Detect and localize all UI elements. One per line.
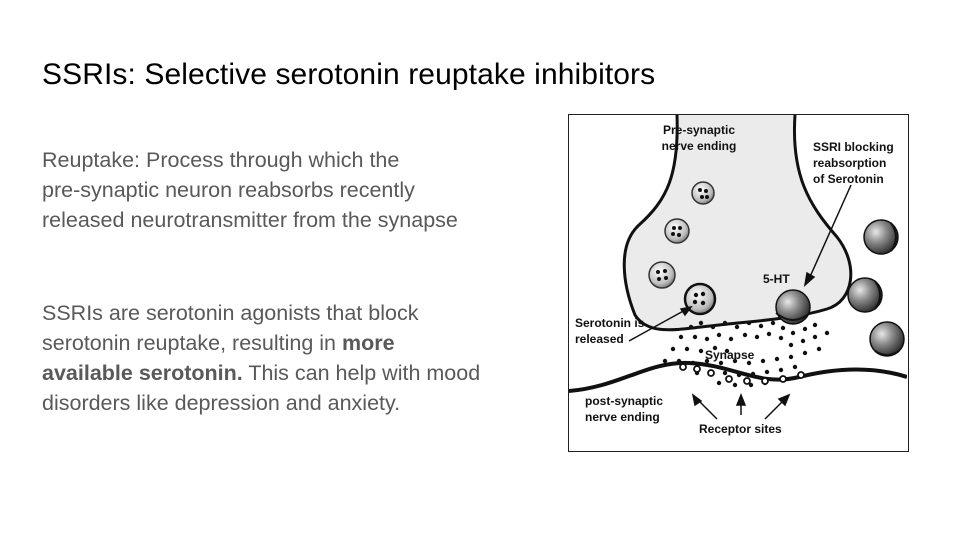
label-ssri: of Serotonin <box>813 172 884 186</box>
paragraph-line: Reuptake: Process through which the <box>42 148 400 172</box>
vesicle <box>648 261 676 289</box>
label-pre-synaptic: Pre-synaptic <box>663 123 735 137</box>
vesicle <box>664 218 690 244</box>
label-post-synaptic: post-synaptic <box>585 394 663 408</box>
paragraph-line: SSRIs are serotonin agonists that block <box>42 301 419 325</box>
post-synaptic-terminal <box>569 360 907 393</box>
ssri-molecule <box>869 321 905 357</box>
label-pre-synaptic: nerve ending <box>662 139 737 153</box>
synapse-diagram-svg: Pre-synaptic nerve ending SSRI blocking … <box>569 115 907 436</box>
label-serotonin-released: released <box>575 332 624 346</box>
label-post-synaptic: nerve ending <box>585 410 660 424</box>
label-receptor-sites: Receptor sites <box>699 422 782 436</box>
paragraph-line: available serotonin. This can help with … <box>42 358 542 388</box>
synapse-diagram: Pre-synaptic nerve ending SSRI blocking … <box>568 114 909 452</box>
ssri-paragraph: SSRIs are serotonin agonists that block … <box>42 298 542 418</box>
bold-text: more <box>341 331 395 355</box>
paragraph-line: disorders like depression and anxiety. <box>42 391 401 415</box>
paragraph-line: serotonin reuptake, resulting in more <box>42 328 542 358</box>
slide-title: SSRIs: Selective serotonin reuptake inhi… <box>42 58 656 91</box>
vesicle-releasing <box>683 282 717 316</box>
pre-synaptic-terminal <box>622 115 853 332</box>
vesicle <box>691 181 715 205</box>
ssri-molecule <box>847 277 883 313</box>
annotation-arrows <box>628 184 852 420</box>
label-ssri: SSRI blocking <box>813 140 894 154</box>
label-5-ht: 5-HT <box>763 272 790 286</box>
ssri-molecule <box>863 219 899 255</box>
label-serotonin-released: Serotonin is <box>575 316 645 330</box>
receptor-sites <box>679 363 805 385</box>
serotonin-transporter <box>775 289 811 325</box>
label-ssri: reabsorption <box>813 156 886 170</box>
paragraph-text: serotonin reuptake, resulting in <box>42 331 342 355</box>
reuptake-paragraph: Reuptake: Process through which the pre-… <box>42 145 542 235</box>
bold-text: available serotonin. <box>42 361 243 385</box>
paragraph-line: pre-synaptic neuron reabsorbs recently <box>42 178 415 202</box>
label-synapse: Synapse <box>705 348 755 362</box>
paragraph-text: This can help with mood <box>242 361 481 385</box>
paragraph-line: released neurotransmitter from the synap… <box>42 208 458 232</box>
